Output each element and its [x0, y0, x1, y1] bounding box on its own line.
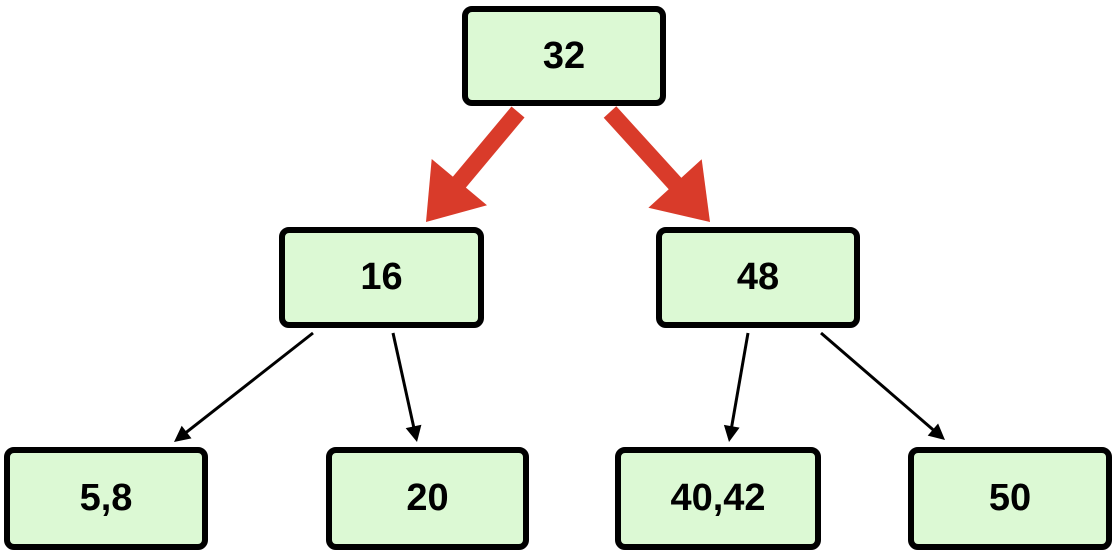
highlighted-edge-arrow [603, 106, 710, 222]
edge-shaft [391, 332, 416, 429]
node-label: 40,42 [670, 477, 766, 519]
edge-arrow [820, 331, 945, 440]
highlighted-edge-arrow [426, 106, 525, 222]
edge-shaft [729, 332, 750, 429]
edge-shaft [820, 331, 936, 432]
node-left-left: 5,8 [4, 447, 208, 550]
node-right-right: 50 [908, 447, 1112, 550]
edge-arrowhead [405, 424, 422, 442]
node-left-right: 20 [326, 447, 529, 550]
edge-arrow [174, 331, 314, 442]
edge-arrow [723, 332, 750, 442]
node-right-left: 40,42 [615, 447, 821, 550]
node-label: 48 [736, 256, 780, 298]
node-label: 20 [406, 477, 449, 519]
edge-arrowhead [174, 425, 192, 442]
edge-arrow [391, 332, 422, 442]
node-right: 48 [656, 227, 860, 328]
edge-shaft [184, 331, 314, 435]
node-label: 16 [360, 256, 403, 298]
edge-arrowhead [723, 424, 740, 442]
node-label: 5,8 [79, 477, 133, 519]
node-left: 16 [279, 227, 484, 328]
edge-arrowhead [648, 159, 710, 222]
edge-shaft [451, 106, 525, 190]
node-label: 32 [542, 34, 586, 77]
node-root: 32 [462, 6, 666, 106]
edge-arrowhead [927, 423, 945, 440]
edge-arrowhead [426, 159, 487, 222]
node-label: 50 [988, 477, 1032, 519]
edge-shaft [603, 106, 683, 191]
